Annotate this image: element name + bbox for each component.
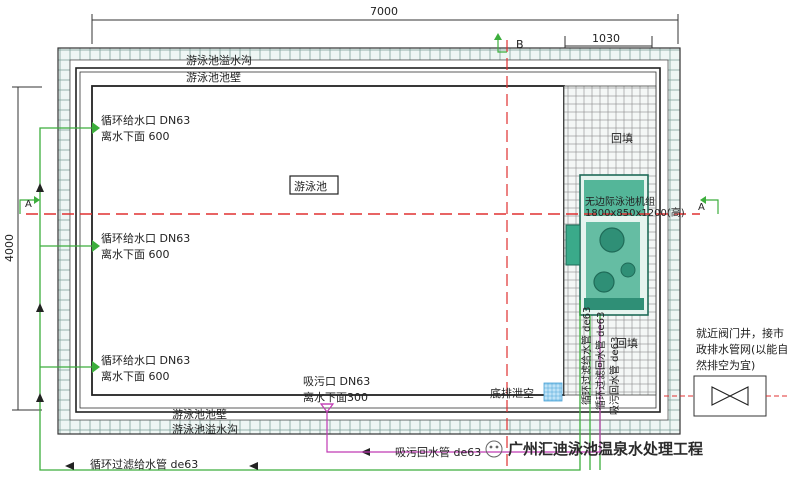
label-inlet-1-title: 循环给水口 DN63: [101, 114, 190, 127]
label-backfill-top: 回填: [611, 131, 633, 145]
vertical-pipe-labels: 循环过滤给水管 de63 循环过滤回水管 de63 吸污回水管 de63: [580, 307, 621, 415]
label-vert-pipe-1: 循环过滤给水管 de63: [580, 307, 593, 405]
label-wall-bottom: 游泳池池壁: [172, 407, 227, 421]
label-inlet-2-title: 循环给水口 DN63: [101, 232, 190, 245]
label-vert-pipe-2: 循环过滤回水管 de63: [594, 312, 607, 410]
suction-return-pipe: [326, 320, 601, 453]
dimension-height: 4000: [3, 86, 42, 411]
pool-basin: [91, 85, 565, 396]
label-inlet-1-depth: 离水下面 600: [101, 129, 170, 143]
label-suction-depth: 离水下面300: [303, 390, 368, 404]
label-inlet-3-title: 循环给水口 DN63: [101, 354, 190, 367]
label-inlet-3-depth: 离水下面 600: [101, 369, 170, 383]
bottom-drain-grate: [543, 382, 563, 402]
svg-text:B: B: [516, 38, 524, 51]
label-valve-note-1: 就近阀门井，接市: [696, 326, 784, 340]
dimension-right-width-label: 1030: [592, 32, 620, 45]
label-suction-title: 吸污口 DN63: [303, 375, 370, 388]
label-overflow-bottom: 游泳池溢水沟: [172, 422, 238, 436]
label-drain: 底排泄空: [490, 386, 534, 400]
label-inlet-2-depth: 离水下面 600: [101, 247, 170, 261]
diagram-labels: 游泳池溢水沟 游泳池池壁 游泳池池壁 游泳池溢水沟 回填 回填 无边际泳池机组 …: [90, 53, 788, 471]
svg-text:A: A: [25, 199, 32, 210]
label-vert-pipe-3: 吸污回水管 de63: [608, 337, 621, 415]
overflow-trench: [57, 47, 681, 435]
label-valve-note-3: 然排空为宜): [696, 358, 755, 372]
dimension-total-width-label: 7000: [370, 5, 398, 18]
section-marker-a-left: A: [19, 196, 40, 214]
label-backfill-bottom: 回填: [616, 336, 638, 350]
label-valve-note-2: 政排水管网(以能自: [696, 342, 788, 356]
inlet-marker-3: [92, 361, 100, 373]
inlet-marker-1: [92, 122, 100, 134]
dimension-height-label: 4000: [3, 234, 16, 262]
watermark-text: 广州汇迪泳池温泉水处理工程: [508, 440, 703, 458]
label-supply-pipe: 循环过滤给水管 de63: [90, 457, 198, 471]
valve-box: [664, 375, 790, 417]
pool-equipment-unit: [565, 174, 649, 316]
pool-name-box: 游泳池: [289, 175, 339, 195]
section-marker-a-right: A: [698, 196, 719, 214]
dimension-total-width: 7000: [91, 5, 679, 44]
pipe-flow-arrows: [36, 183, 370, 470]
section-marker-b-top: B: [494, 33, 524, 53]
watermark: 广州汇迪泳池温泉水处理工程: [485, 440, 703, 458]
label-overflow-top: 游泳池溢水沟: [186, 53, 252, 67]
inlet-marker-2: [92, 240, 100, 252]
label-wall-top: 游泳池池壁: [186, 70, 241, 84]
label-pool-name: 游泳池: [294, 179, 327, 193]
suction-port-icon: [319, 403, 335, 413]
label-suction-return-pipe: 吸污回水管 de63: [395, 445, 481, 459]
label-unit-name: 无边际泳池机组: [585, 195, 655, 208]
svg-text:A: A: [698, 202, 705, 213]
label-unit-size: 1800x850x1200(高): [585, 206, 685, 219]
